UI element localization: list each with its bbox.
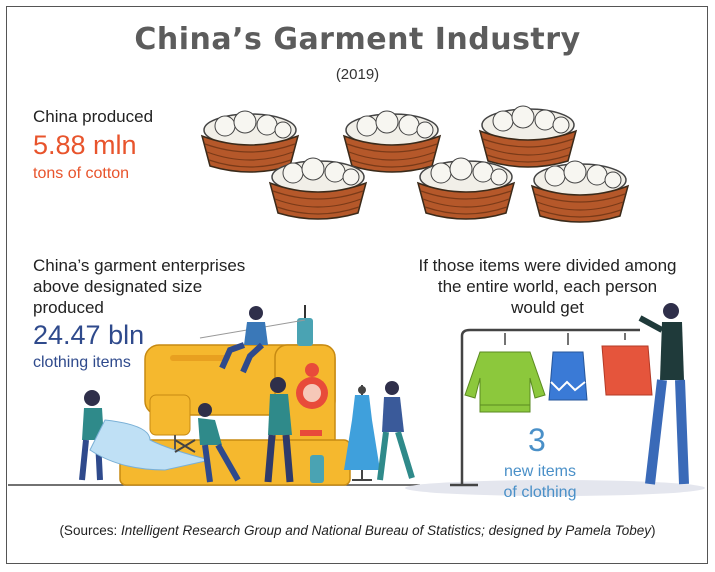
per-person-unit-1: new items [503, 463, 577, 480]
cotton-value: 5.88 mln [33, 130, 137, 160]
cotton-basket-icon [416, 157, 516, 220]
vest-icon [548, 333, 588, 401]
shirt-icon [601, 333, 653, 396]
cotton-basket-icon [342, 110, 442, 173]
worker-figure-icon [377, 381, 415, 481]
cotton-basket-icon [268, 157, 368, 220]
worker-figure-icon [264, 377, 294, 483]
per-person-line-2: the entire world, each person [437, 277, 658, 296]
clothing-line-3: produced [33, 298, 104, 317]
cotton-basket-icon [200, 110, 300, 173]
source-credit: (Sources: Intelligent Research Group and… [0, 523, 715, 538]
clothing-rack-icon [450, 328, 653, 487]
cotton-basket-icon [530, 160, 630, 223]
floor-shadow [405, 480, 705, 496]
clothing-line-2: above designated size [33, 277, 203, 296]
page-title: China’s Garment Industry [134, 22, 581, 57]
worker-figure-icon [79, 390, 211, 481]
worker-figure-icon [219, 306, 268, 374]
source-prefix: (Sources: [59, 523, 121, 538]
clothing-value: 24.47 bln [33, 320, 145, 350]
source-suffix: ) [651, 523, 656, 538]
cotton-unit: tons of cotton [33, 165, 130, 182]
per-person-line-1: If those items were divided among [418, 256, 677, 275]
cotton-intro: China produced [33, 107, 154, 126]
per-person-value: 3 [528, 422, 546, 458]
per-person-unit-2: of clothing [503, 484, 577, 501]
worker-figure-icon [174, 403, 241, 483]
worker-figure-icon [638, 303, 689, 485]
clothing-line-1: China’s garment enterprises [33, 256, 246, 275]
clothing-unit: clothing items [33, 354, 131, 371]
dress-mannequin-icon [344, 385, 380, 481]
sweater-icon [464, 333, 546, 413]
source-names: Intelligent Research Group and National … [120, 523, 652, 538]
cotton-basket-icon [478, 105, 578, 168]
per-person-line-3: would get [511, 298, 584, 317]
year-subtitle: (2019) [335, 66, 380, 83]
